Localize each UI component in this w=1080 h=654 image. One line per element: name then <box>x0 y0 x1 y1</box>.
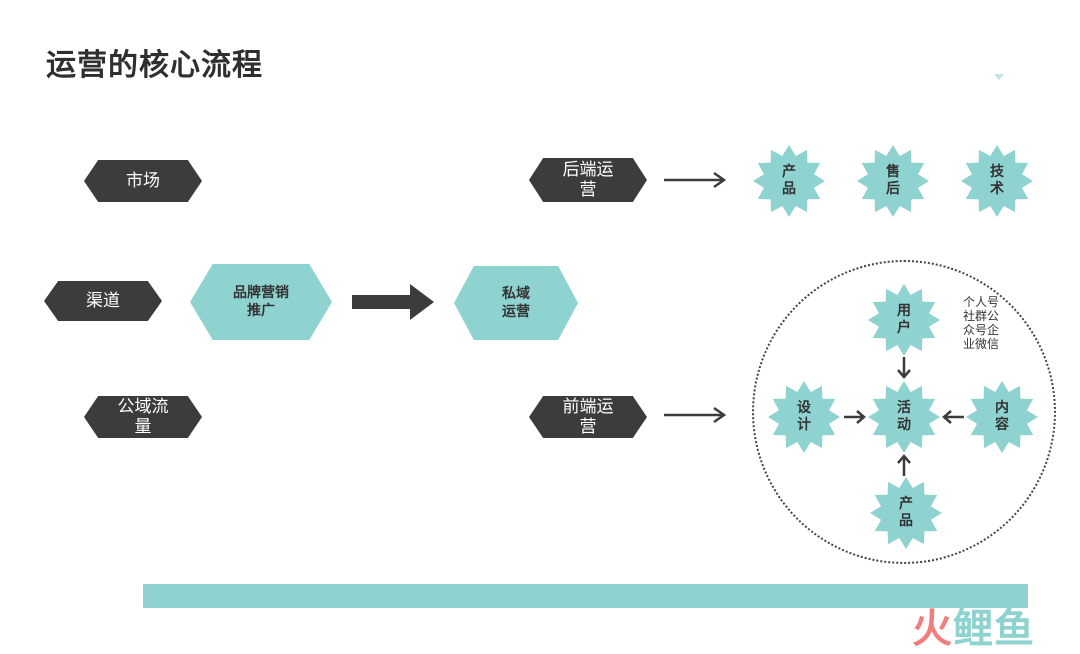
backend-tech-star: 技术 <box>961 145 1033 217</box>
big-right-arrow <box>352 284 434 320</box>
frontend-ops-label: 前端运营 <box>562 397 614 437</box>
design-label: 设计 <box>796 400 811 433</box>
backend-arrow <box>664 171 727 189</box>
page-title: 运营的核心流程 <box>46 48 263 83</box>
brand-marketing-node: 品牌营销推广 <box>190 264 332 340</box>
arrow-design-to-activity <box>844 410 866 424</box>
backend-aftersales-star: 售后 <box>857 145 929 217</box>
public-traffic-node: 公域流量 <box>84 396 202 438</box>
brand-marketing-label: 品牌营销推广 <box>232 285 289 319</box>
arrow-content-to-activity <box>942 410 964 424</box>
arrow-user-to-activity <box>897 357 911 379</box>
activity-label: 活动 <box>896 400 911 433</box>
backend-ops-node: 后端运营 <box>529 158 647 202</box>
public-traffic-label: 公域流量 <box>117 397 169 437</box>
logo-part-2: 鲤鱼 <box>953 606 1035 652</box>
backend-product-label: 产品 <box>781 164 796 197</box>
logo-part-1: 火 <box>912 606 953 652</box>
market-node: 市场 <box>84 160 202 202</box>
decorative-mark <box>994 74 1004 80</box>
backend-product-star: 产品 <box>753 145 825 217</box>
backend-aftersales-label: 售后 <box>885 164 900 197</box>
bottom-bar <box>143 584 1028 608</box>
channel-node: 渠道 <box>44 281 162 321</box>
backend-tech-label: 技术 <box>989 164 1004 197</box>
arrow-product-to-activity <box>897 454 911 476</box>
frontend-arrow <box>664 406 727 424</box>
private-domain-label: 私域运营 <box>501 286 530 320</box>
backend-ops-label: 后端运营 <box>562 160 614 200</box>
private-domain-node: 私域运营 <box>454 266 578 340</box>
frontend-product-label: 产品 <box>898 496 913 529</box>
user-label: 用户 <box>896 303 911 336</box>
content-label: 内容 <box>994 400 1009 433</box>
frontend-ops-node: 前端运营 <box>529 396 647 438</box>
user-channels-note: 个人号社群公众号企业微信 <box>963 295 1000 351</box>
logo: 火鲤鱼 <box>912 596 1035 654</box>
frontend-dotted-circle <box>752 260 1056 564</box>
